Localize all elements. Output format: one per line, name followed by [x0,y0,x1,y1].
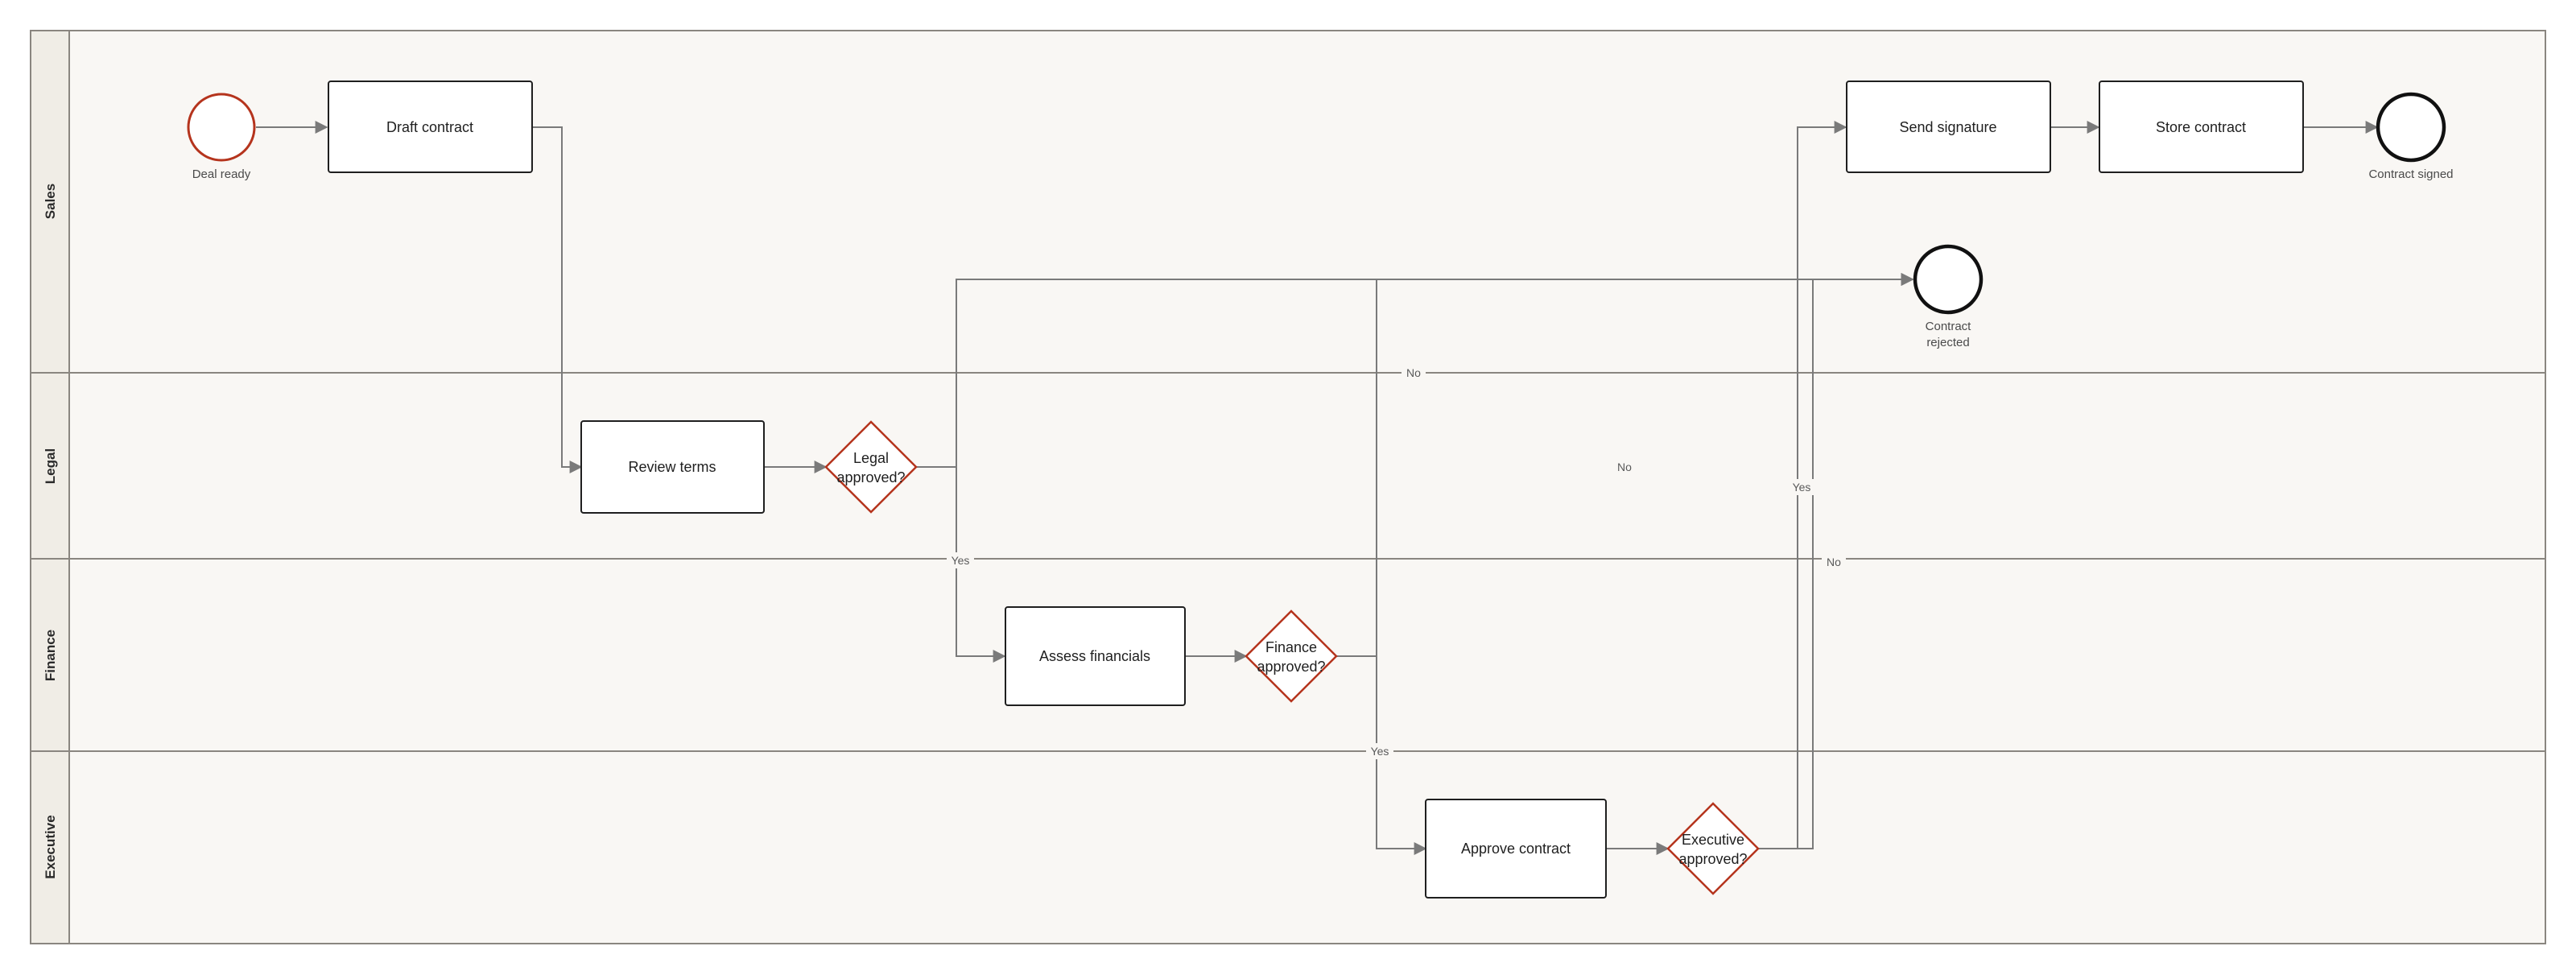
gateway-executive-approved[interactable]: Executive approved? [1666,802,1760,895]
gateway-finance-line2: approved? [1257,659,1325,675]
pool-background [31,31,2545,944]
flow-label-finance-yes: Yes [1366,743,1393,759]
gateway-finance-approved[interactable]: Finance approved? [1245,609,1338,703]
svg-text:No: No [1406,366,1421,379]
end-event-contract-signed[interactable]: Contract signed [2368,92,2454,181]
flow-label-finance-no: No [1612,459,1637,475]
gateway-legal-line2: approved? [836,469,905,485]
lane-header-column [31,31,69,944]
task-assess-financials-label: Assess financials [1039,648,1150,664]
contract-rejected-label-line2: rejected [1926,336,1969,349]
svg-text:Yes: Yes [1371,745,1389,758]
flow-finance-yes [1376,656,1427,855]
lane-label-sales: Sales [43,184,58,219]
task-draft-contract[interactable]: Draft contract [328,81,533,173]
task-draft-contract-label: Draft contract [386,119,473,135]
contract-signed-label: Contract signed [2368,167,2453,181]
start-event[interactable]: Deal ready [187,93,256,181]
svg-text:No: No [1617,461,1632,473]
start-event-label: Deal ready [192,167,251,181]
flow-label-exec-no: No [1822,554,1846,570]
end-event-contract-rejected[interactable]: Contract rejected [1913,244,1984,349]
lane-label-legal: Legal [43,448,58,484]
flow-exec-no [1798,273,1914,849]
svg-text:Yes: Yes [952,554,970,567]
lane-label-finance: Finance [43,630,58,681]
contract-rejected-label-line1: Contract [1926,320,1972,333]
gateway-legal-approved[interactable]: Legal approved? [824,420,918,514]
task-approve-contract[interactable]: Approve contract [1425,799,1607,899]
flow-draft-to-review [532,126,583,473]
flow-label-legal-yes: Yes [947,552,974,568]
task-review-terms-label: Review terms [628,459,716,475]
flow-legal-yes [956,467,1006,663]
task-send-signature-label: Send signature [1899,119,1996,135]
task-approve-contract-label: Approve contract [1461,841,1571,857]
flow-finance-no [1336,273,1914,657]
task-store-contract-label: Store contract [2156,119,2246,135]
task-store-contract[interactable]: Store contract [2099,81,2304,173]
flow-label-exec-yes: Yes [1788,479,1815,495]
svg-text:No: No [1827,556,1841,568]
gateway-legal-line1: Legal [853,450,889,466]
gateway-executive-line2: approved? [1678,851,1747,867]
task-assess-financials[interactable]: Assess financials [1005,606,1186,706]
svg-text:Yes: Yes [1793,481,1811,494]
lane-label-executive: Executive [43,815,58,878]
gateway-executive-line1: Executive [1682,832,1744,848]
task-send-signature[interactable]: Send signature [1846,81,2051,173]
pool-border [30,30,2546,944]
flow-label-legal-no: No [1402,365,1426,381]
gateway-finance-line1: Finance [1265,639,1317,655]
task-review-terms[interactable]: Review terms [580,420,765,514]
